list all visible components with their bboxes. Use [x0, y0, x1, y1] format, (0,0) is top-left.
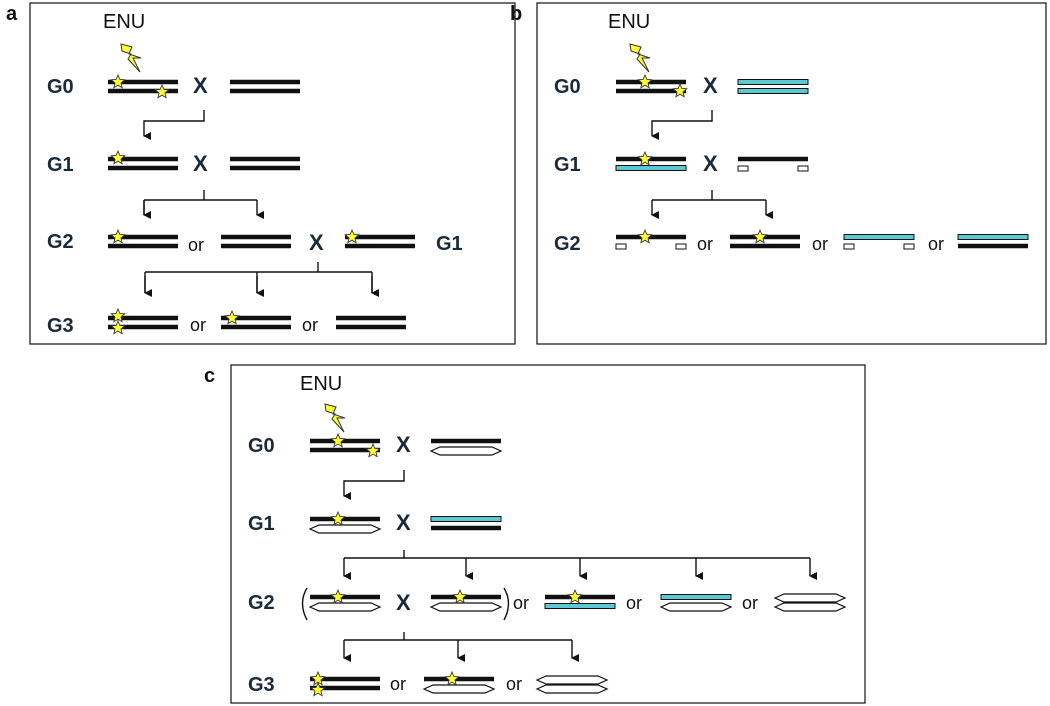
chromosome-pair — [230, 156, 300, 171]
gen-label-g1-a: G1 — [47, 154, 74, 176]
cross-symbol-g2-c: X — [396, 590, 411, 615]
deletion-chromosome-pair — [615, 234, 687, 250]
marked-chromosome-pair — [737, 79, 809, 94]
marked-balancer-pair — [659, 594, 733, 612]
panel-a: a ENU G0 G1 G2 G3 X X X G1 or or or — [6, 2, 516, 345]
or-label: or — [697, 234, 713, 254]
mutation-star-icon — [637, 73, 653, 89]
deletion-chromosome-pair — [843, 234, 915, 250]
mutagen-label-b: ENU — [608, 11, 650, 33]
mutation-star-icon — [452, 588, 468, 604]
cross-symbol-g0-b: X — [703, 73, 718, 98]
chromosome-pair — [230, 79, 300, 94]
double-balancer-pair — [773, 593, 847, 612]
mutation-star-icon — [752, 228, 768, 244]
bracket-left — [301, 587, 308, 621]
gen-label-g0-a: G0 — [47, 76, 74, 98]
marked-chromosome-pair — [957, 234, 1029, 249]
mutation-star-icon — [330, 432, 346, 448]
gen-label-g0-c: G0 — [248, 435, 275, 457]
or-label: or — [390, 674, 406, 694]
mutation-star-icon — [637, 228, 653, 244]
gen-label-g3-c: G3 — [248, 674, 275, 696]
mutation-star-icon — [672, 82, 688, 98]
gen-label-g0-b: G0 — [554, 76, 581, 98]
or-label: or — [302, 315, 318, 335]
or-label: or — [190, 315, 206, 335]
or-label: or — [928, 234, 944, 254]
mutation-star-icon — [365, 442, 381, 458]
balancer-chromosome-pair — [308, 516, 382, 534]
panel-b: b ENU G0 G1 G2 X X or or or — [510, 2, 1047, 345]
mutation-star-icon — [110, 307, 126, 323]
or-label: or — [812, 234, 828, 254]
mutation-star-icon — [344, 228, 360, 244]
chromosome-pair — [336, 315, 406, 330]
mutagen-label-a: ENU — [103, 11, 145, 33]
mutation-star-icon — [110, 228, 126, 244]
gen-label-g1-c: G1 — [248, 513, 275, 535]
gen-label-g2-c: G2 — [248, 592, 275, 614]
chromosome-pair — [221, 234, 291, 249]
lineage-arrows-a — [143, 110, 379, 297]
lineage-arrows-c — [343, 470, 817, 662]
cross-symbol-g2-a: X — [309, 230, 324, 255]
panel-letter-c: c — [204, 365, 215, 387]
or-label: or — [742, 593, 758, 613]
chromosome-pair — [615, 156, 687, 171]
deletion-chromosome-pair — [737, 156, 809, 172]
cross-symbol-g1-a: X — [193, 151, 208, 176]
lightning-icon — [629, 43, 651, 73]
panel-letter-a: a — [6, 3, 18, 25]
marked-chromosome-pair — [430, 516, 502, 531]
panel-c: c ENU G0 G1 G2 G3 X X X or or or or or — [204, 364, 866, 704]
gen-label-g3-a: G3 — [47, 315, 74, 337]
mutation-star-icon — [637, 150, 653, 166]
or-label: or — [188, 235, 204, 255]
mutation-star-icon — [330, 588, 346, 604]
mutation-star-icon — [224, 309, 240, 325]
cross-symbol-g0-c: X — [396, 432, 411, 457]
lightning-icon — [120, 43, 142, 73]
balancer-chromosome-pair — [422, 676, 496, 694]
panel-letter-b: b — [510, 3, 522, 25]
chromosome-pair — [616, 79, 686, 94]
mutation-star-icon — [310, 681, 326, 697]
cross-symbol-g1-b: X — [703, 151, 718, 176]
cross-symbol-g1-c: X — [396, 510, 411, 535]
gen-label-g2-b: G2 — [554, 233, 581, 255]
marked-chromosome-pair — [544, 594, 616, 609]
panel-a-frame — [29, 2, 516, 345]
balancer-chromosome-pair — [308, 594, 382, 612]
or-label: or — [626, 593, 642, 613]
mutation-star-icon — [567, 588, 583, 604]
cross-symbol-g0-a: X — [193, 73, 208, 98]
balancer-chromosome-pair — [429, 594, 503, 612]
mutation-star-icon — [330, 510, 346, 526]
g2-partner-label-a: G1 — [436, 233, 463, 255]
panel-c-frame — [230, 364, 866, 704]
chromosome-pair — [730, 234, 800, 249]
mutagen-label-c: ENU — [300, 373, 342, 395]
or-label: or — [513, 593, 529, 613]
gen-label-g2-a: G2 — [47, 231, 74, 253]
balancer-chromosome-pair — [429, 438, 503, 456]
bracket-right — [503, 587, 510, 621]
or-label: or — [506, 674, 522, 694]
mutation-stars — [110, 73, 768, 697]
lightning-icon — [324, 403, 346, 433]
mutation-star-icon — [110, 319, 126, 335]
mutation-star-icon — [110, 149, 126, 165]
double-balancer-pair — [535, 675, 609, 694]
mutation-star-icon — [444, 670, 460, 686]
mutation-star-icon — [154, 83, 170, 99]
lineage-arrows-b — [651, 110, 773, 219]
gen-label-g1-b: G1 — [554, 154, 581, 176]
mutation-star-icon — [110, 73, 126, 89]
panel-b-frame — [536, 2, 1047, 345]
